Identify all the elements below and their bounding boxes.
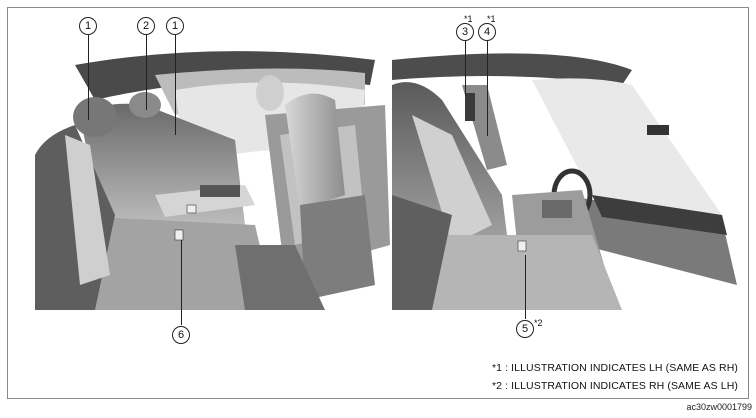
front-seat-illustration: [392, 45, 737, 310]
footnote-2: *2 : ILLUSTRATION INDICATES RH (SAME AS …: [491, 380, 738, 392]
callout-1: 1: [166, 17, 184, 35]
rear-seat-illustration: [35, 45, 390, 310]
superscript-note-1: *1: [464, 14, 473, 24]
leader-line: [88, 35, 89, 120]
callout-1: 1: [79, 17, 97, 35]
footnote-1: *1 : ILLUSTRATION INDICATES LH (SAME AS …: [491, 362, 738, 374]
leader-line: [487, 41, 488, 136]
superscript-note-2: *2: [534, 318, 543, 328]
figure-code: ac30zw0001799: [686, 402, 752, 412]
callout-6: 6: [172, 326, 190, 344]
callout-4: 4: [478, 23, 496, 41]
callout-5: 5: [516, 320, 534, 338]
leader-line: [465, 41, 466, 96]
leader-line: [181, 240, 182, 325]
leader-line: [146, 35, 147, 110]
callout-3: 3: [456, 23, 474, 41]
callout-2: 2: [137, 17, 155, 35]
leader-line: [175, 35, 176, 135]
leader-line: [525, 255, 526, 319]
superscript-note-1: *1: [487, 14, 496, 24]
